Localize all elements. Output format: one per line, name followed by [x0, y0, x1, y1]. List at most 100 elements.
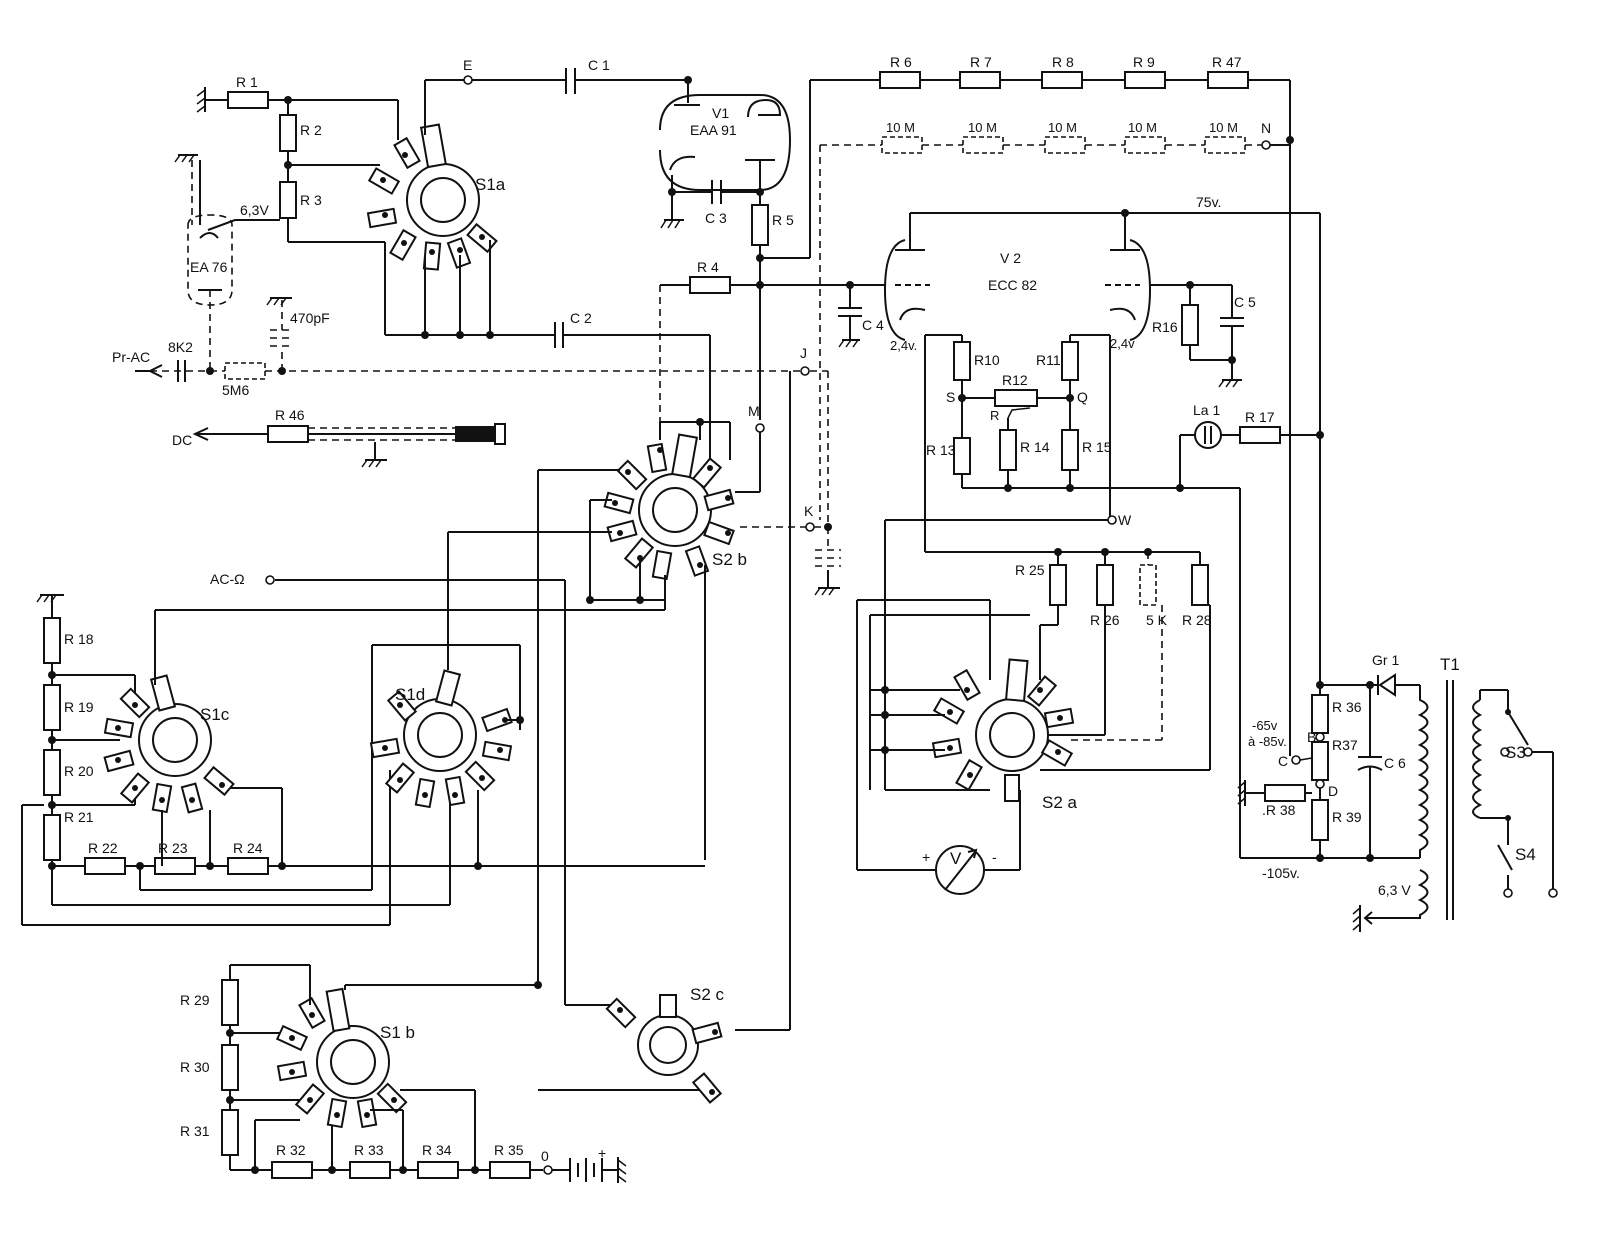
label-c6: C 6	[1384, 755, 1406, 771]
label-5m6: 5M6	[222, 382, 249, 398]
label-63v-top: 6,3V	[240, 202, 269, 218]
label-r11: R11	[1036, 352, 1061, 368]
label-10m-4: 10 M	[1128, 120, 1157, 135]
node-m: M	[748, 403, 760, 419]
label-r3: R 3	[300, 192, 322, 208]
node-j: J	[800, 345, 807, 361]
label-r12: R12	[1002, 372, 1028, 388]
rectifier-gr1	[1377, 673, 1396, 697]
label-c5: C 5	[1234, 294, 1256, 310]
label-65v: -65v	[1252, 718, 1278, 733]
label-s3: S3	[1505, 743, 1526, 762]
resistor-r32	[271, 1161, 313, 1179]
label-10m-3: 10 M	[1048, 120, 1077, 135]
node-c: C	[1278, 753, 1288, 769]
resistor-r21	[43, 814, 61, 861]
label-gr1: Gr 1	[1372, 652, 1399, 668]
node-k: K	[804, 503, 814, 519]
capacitor-c4	[838, 307, 862, 317]
label-8k2: 8K2	[168, 339, 193, 355]
label-meter-plus: +	[922, 849, 930, 865]
resistor-r36	[1311, 694, 1329, 734]
label-c1: C 1	[588, 57, 610, 73]
node-n: N	[1261, 120, 1271, 136]
label-r7: R 7	[970, 54, 992, 70]
label-24v-right: 2,4v	[1110, 336, 1135, 351]
switch-s2a	[931, 658, 1075, 802]
resistor-r24	[227, 857, 269, 875]
resistor-r47	[1207, 71, 1249, 89]
label-r16: R16	[1152, 319, 1178, 335]
label-r1: R 1	[236, 74, 258, 90]
transformer-t1	[1380, 680, 1483, 920]
label-s2c: S2 c	[690, 985, 725, 1004]
resistor-r1	[227, 91, 269, 109]
node-s: S	[946, 389, 955, 405]
label-r34: R 34	[422, 1142, 452, 1158]
label-r5: R 5	[772, 212, 794, 228]
resistor-r46	[267, 425, 309, 443]
label-r17: R 17	[1245, 409, 1275, 425]
resistor-r2	[279, 114, 297, 152]
label-prac: Pr-AC	[112, 349, 150, 365]
voltmeter-symbol	[935, 845, 985, 895]
label-5k: 5 K	[1146, 612, 1168, 628]
node-w: W	[1118, 512, 1132, 528]
resistor-r7	[959, 71, 1001, 89]
label-r29: R 29	[180, 992, 210, 1008]
label-s1c: S1c	[200, 705, 230, 724]
label-r36: R 36	[1332, 699, 1362, 715]
resistor-r10	[953, 341, 971, 381]
node-e: E	[463, 57, 472, 73]
label-r13: R 13	[926, 442, 956, 458]
resistor-r20	[43, 749, 61, 796]
label-r6: R 6	[890, 54, 912, 70]
resistor-r34	[417, 1161, 459, 1179]
label-la1: La 1	[1193, 402, 1220, 418]
resistor-r35	[489, 1161, 531, 1179]
label-r2: R 2	[300, 122, 322, 138]
label-r20: R 20	[64, 763, 94, 779]
label-r4: R 4	[697, 259, 719, 275]
label-10m-5: 10 M	[1209, 120, 1238, 135]
resistor-r6	[879, 71, 921, 89]
label-r37: R37	[1332, 737, 1358, 753]
resistor-r29	[221, 979, 239, 1026]
label-acohm: AC-Ω	[210, 571, 245, 587]
label-c2: C 2	[570, 310, 592, 326]
label-ea76: EA 76	[190, 259, 228, 275]
capacitor-470pf	[270, 329, 294, 347]
label-c3: C 3	[705, 210, 727, 226]
battery-symbol	[569, 1158, 603, 1182]
resistor-10m-4	[1124, 136, 1166, 154]
resistor-r14	[999, 429, 1017, 471]
switch-s1c	[103, 674, 235, 814]
label-r21: R 21	[64, 809, 94, 825]
label-r22: R 22	[88, 840, 118, 856]
resistor-r38	[1264, 784, 1306, 802]
label-battery-plus: +	[598, 1145, 606, 1161]
ground-symbol	[36, 594, 64, 603]
tube-v1	[659, 80, 792, 191]
label-r30: R 30	[180, 1059, 210, 1075]
label-r38: .R 38	[1262, 802, 1296, 818]
ground-symbol	[174, 154, 198, 163]
resistor-r26	[1096, 564, 1114, 606]
ground-symbol	[196, 87, 206, 113]
capacitor-c3	[711, 180, 722, 204]
ground-symbol	[660, 219, 684, 229]
capacitor-c1	[565, 68, 576, 94]
resistor-r5	[751, 204, 769, 246]
label-63v-bottom: 6,3 V	[1378, 882, 1411, 898]
resistor-10m-1	[881, 136, 923, 154]
label-r39: R 39	[1332, 809, 1362, 825]
capacitor-c5	[1220, 317, 1244, 327]
label-r47: R 47	[1212, 54, 1242, 70]
resistor-r4	[689, 276, 731, 294]
node-o: 0	[541, 1148, 549, 1164]
resistor-r9	[1124, 71, 1166, 89]
label-r28: R 28	[1182, 612, 1212, 628]
node-d: D	[1328, 783, 1338, 799]
resistor-r31	[221, 1109, 239, 1156]
